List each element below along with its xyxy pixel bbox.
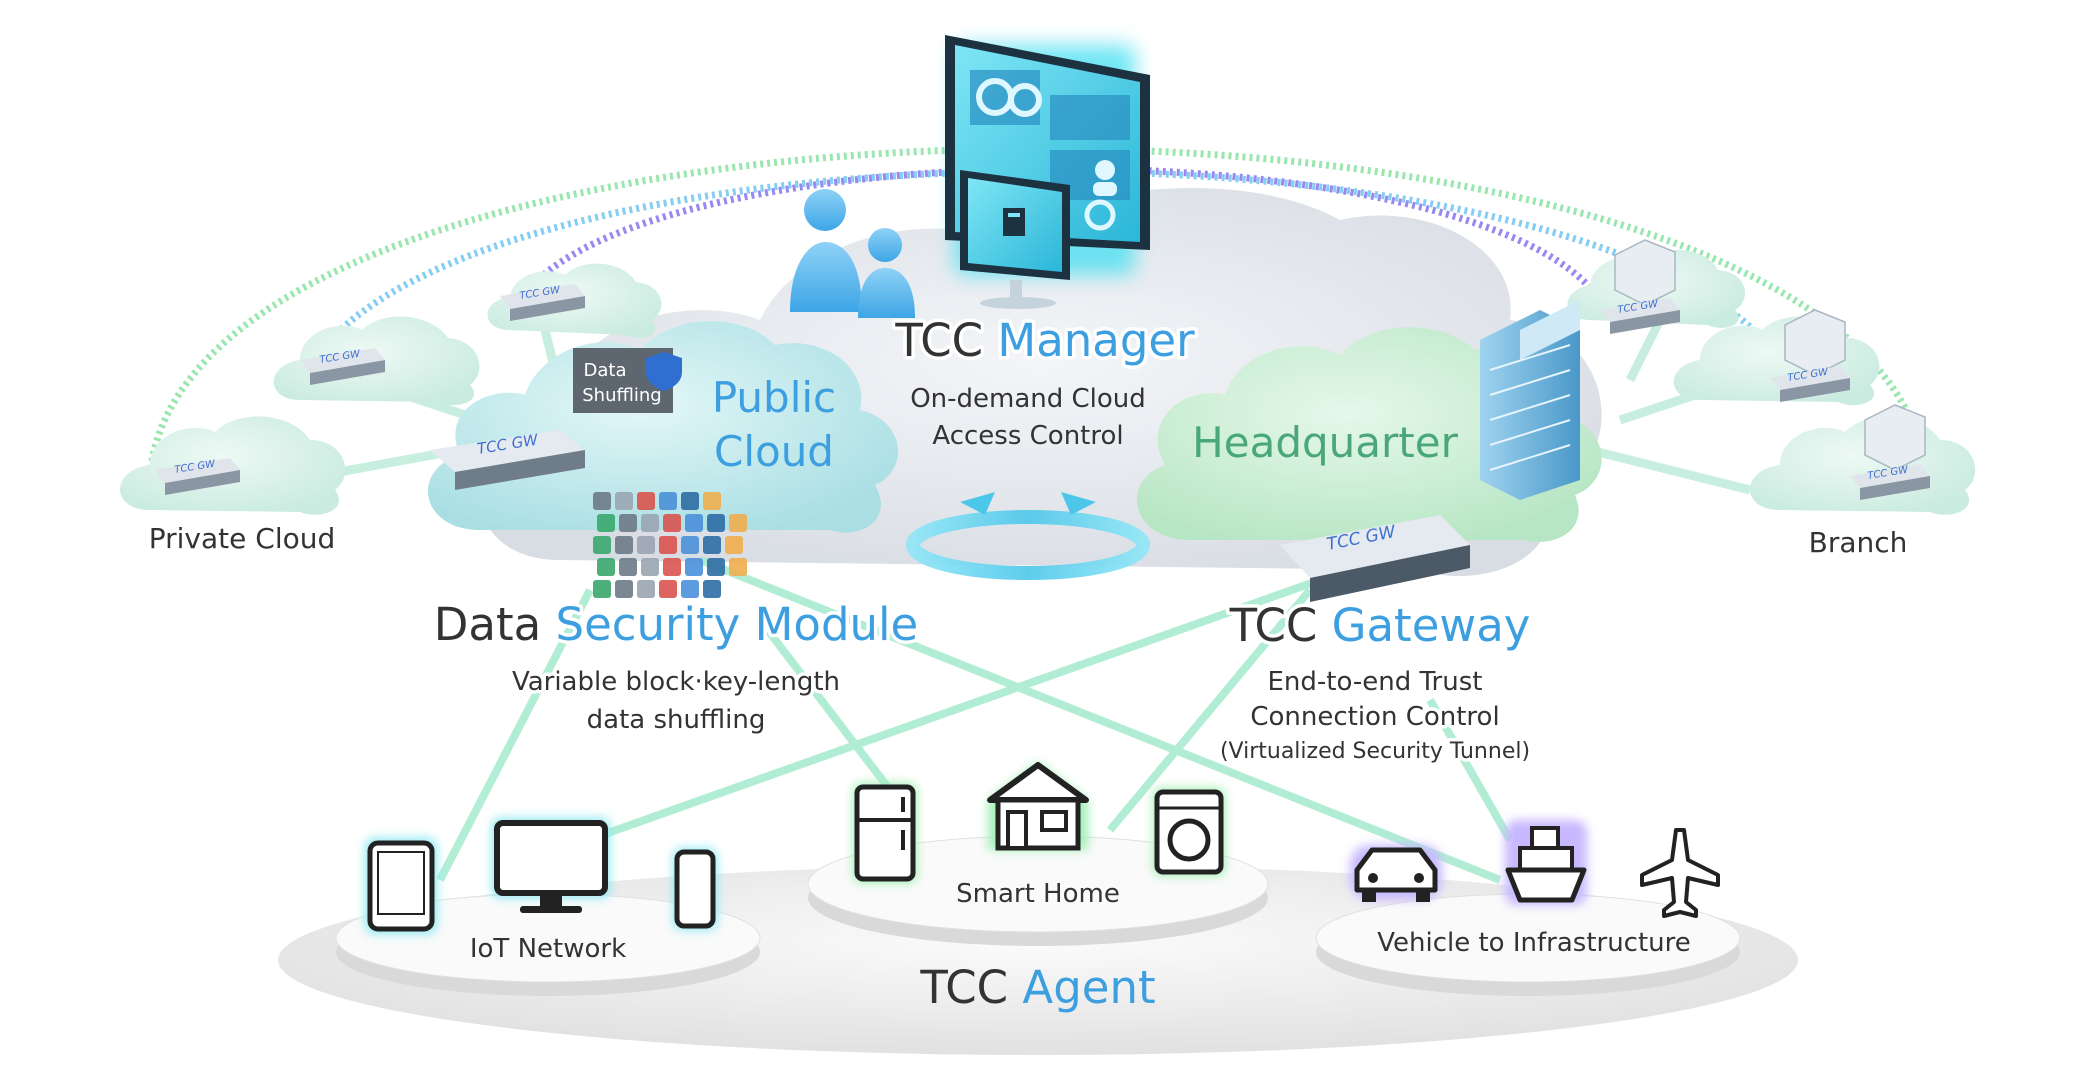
users-icon	[790, 189, 915, 318]
gateway-device-private-cloud: TCC GW	[155, 458, 240, 495]
data-tile	[681, 492, 699, 510]
airplane-icon	[1640, 828, 1720, 918]
data-tile	[663, 558, 681, 576]
dsm-title: Data Security Module	[430, 595, 922, 655]
branch-building-icon-3	[1864, 404, 1926, 471]
gateway-desc-line1: End-to-end Trust	[1268, 667, 1483, 697]
data-tile	[637, 536, 655, 554]
gateway-title: TCC Gateway	[1225, 596, 1534, 656]
platform-home-label: Smart Home	[956, 879, 1120, 909]
platform-iot	[335, 893, 761, 996]
data-shuffling-badge: Data Shuffling	[573, 348, 682, 413]
data-tile	[593, 580, 611, 598]
data-tile	[681, 580, 699, 598]
headquarter-building-icon	[1480, 300, 1580, 500]
gateway-desc-line2: Connection Control	[1250, 702, 1499, 732]
gateway-device-branch-1: TCC GW	[1600, 298, 1680, 334]
dsm-desc-line1: Variable block·key-length	[512, 667, 840, 697]
data-mosaic-icon	[593, 492, 747, 598]
house-icon	[987, 762, 1089, 851]
data-tile	[659, 580, 677, 598]
data-tile	[593, 536, 611, 554]
data-tile	[637, 580, 655, 598]
headquarter-label: Headquarter	[1192, 418, 1458, 467]
data-tile	[615, 536, 633, 554]
data-tile	[619, 558, 637, 576]
data-tile	[703, 492, 721, 510]
platform-v2i	[1315, 893, 1741, 996]
refrigerator-icon	[853, 783, 917, 883]
arc-green	[146, 145, 1929, 476]
data-tile	[725, 536, 743, 554]
private-cloud-label: Private Cloud	[149, 522, 336, 555]
branch-label: Branch	[1809, 526, 1908, 559]
gateway-device-left-3: TCC GW	[500, 284, 585, 321]
svg-text:Data: Data	[584, 360, 627, 381]
data-tile	[681, 536, 699, 554]
data-tile	[729, 514, 747, 532]
data-tile	[703, 580, 721, 598]
data-tile	[659, 536, 677, 554]
data-tile	[703, 536, 721, 554]
gateway-device-branch-2: TCC GW	[1770, 366, 1850, 402]
manager-monitor	[945, 35, 1150, 309]
manager-title: TCC Manager	[891, 311, 1199, 371]
data-tile	[663, 514, 681, 532]
arc-blue	[296, 167, 1799, 387]
svg-text:TCC Gateway: TCC Gateway	[1229, 599, 1531, 652]
platform-v2i-label: Vehicle to Infrastructure	[1377, 928, 1691, 958]
public-cloud	[427, 321, 898, 533]
gateway-device-left-2: TCC GW	[300, 348, 385, 385]
data-tile	[619, 514, 637, 532]
data-tile	[707, 514, 725, 532]
lock-icon	[646, 352, 682, 391]
public-cloud-label-line2: Cloud	[714, 427, 834, 476]
data-tile	[659, 492, 677, 510]
branch-building-icon-2	[1784, 309, 1846, 376]
svg-text:Data Security Module: Data Security Module	[434, 598, 919, 651]
sync-ring-icon	[906, 492, 1150, 580]
car-icon	[1350, 845, 1442, 902]
svg-text:TCC Agent: TCC Agent	[919, 961, 1155, 1014]
tablet-icon	[365, 838, 437, 934]
tcc-gateway-device: TCC GW	[1280, 515, 1470, 602]
data-tile	[615, 492, 633, 510]
desktop-monitor-icon	[492, 818, 610, 913]
data-tile	[729, 558, 747, 576]
data-tile	[637, 492, 655, 510]
svg-text:TCC Manager: TCC Manager	[894, 314, 1195, 367]
washing-machine-icon	[1153, 788, 1225, 876]
data-tile	[641, 558, 659, 576]
data-tile	[593, 492, 611, 510]
ship-icon	[1505, 820, 1587, 905]
platform-iot-label: IoT Network	[470, 934, 626, 964]
data-tile	[597, 558, 615, 576]
gateway-device-public-cloud: TCC GW	[430, 430, 585, 490]
public-cloud-label-line1: Public	[712, 373, 836, 422]
svg-text:Shuffling: Shuffling	[582, 385, 661, 406]
gateway-device-branch-3: TCC GW	[1850, 464, 1930, 500]
data-tile	[685, 558, 703, 576]
agent-links	[436, 556, 1514, 884]
data-tile	[641, 514, 659, 532]
manager-desc-line1: On-demand Cloud	[910, 384, 1146, 414]
agent-title: TCC Agent	[919, 961, 1155, 1014]
manager-desc-line2: Access Control	[932, 421, 1123, 451]
data-tile	[707, 558, 725, 576]
small-cloud-right-3	[1750, 416, 1976, 515]
branch-building-icon-1	[1614, 239, 1676, 306]
dsm-desc-line2: data shuffling	[587, 705, 766, 735]
data-tile	[685, 514, 703, 532]
data-tile	[597, 514, 615, 532]
smartphone-icon	[673, 848, 717, 930]
small-cloud-right-2	[1673, 316, 1880, 406]
data-tile	[615, 580, 633, 598]
gateway-desc-line3: (Virtualized Security Tunnel)	[1220, 739, 1530, 764]
